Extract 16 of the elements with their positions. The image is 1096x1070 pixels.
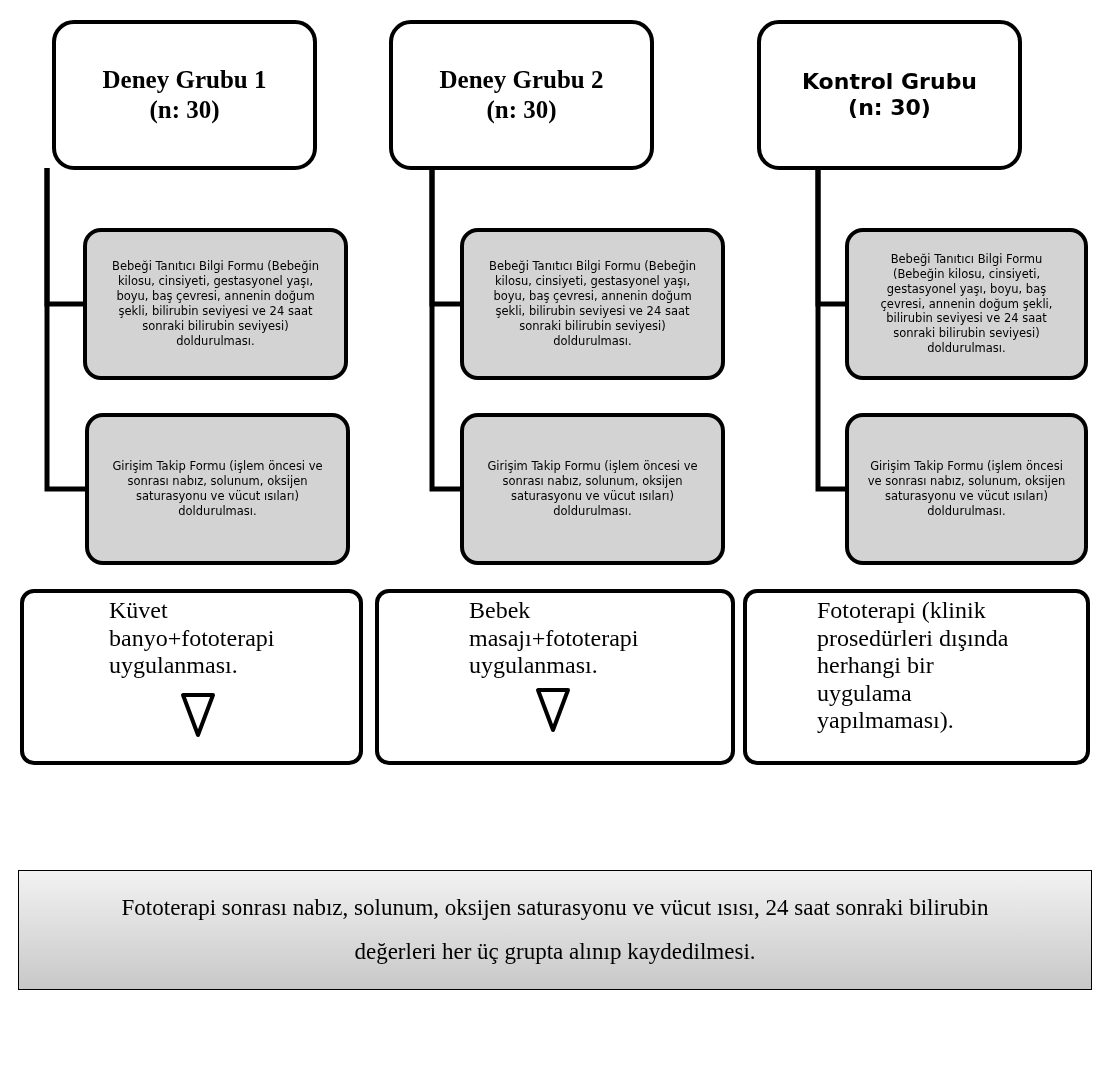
form-box: Bebeği Tanıtıcı Bilgi Formu (Bebeğin kilosu, cinsiyeti, gestasyonel yaşı, boyu, baş çevresi, annenin doğum şekli, bilirubin seviyesi ve 24 saat sonraki bilirubin seviyesi) doldurulması. (845, 228, 1088, 380)
group-box: Kontrol Grubu (n: 30) (757, 20, 1022, 170)
connector-line (815, 168, 845, 492)
form-box: Bebeği Tanıtıcı Bilgi Formu (Bebeğin kilosu, cinsiyeti, gestasyonel yaşı, boyu, baş çevresi, annenin doğum şekli, bilirubin seviyesi ve 24 saat sonraki bilirubin seviyesi) doldurulması. (460, 228, 725, 380)
form-box: Bebeği Tanıtıcı Bilgi Formu (Bebeğin kilosu, cinsiyeti, gestasyonel yaşı, boyu, baş çevresi, annenin doğum şekli, bilirubin seviyesi ve 24 saat sonraki bilirubin seviyesi) doldurulması. (83, 228, 348, 380)
summary-box: Fototerapi sonrası nabız, solunum, oksijen saturasyonu ve vücut ısısı, 24 saat sonraki bilirubin değerleri her üç grupta alınıp kaydedilmesi. (18, 870, 1092, 990)
form-box: Girişim Takip Formu (işlem öncesi ve sonrası nabız, solunum, oksijen saturasyonu ve vücut ısıları) doldurulması. (845, 413, 1088, 565)
form-box: Girişim Takip Formu (işlem öncesi ve sonrası nabız, solunum, oksijen saturasyonu ve vücut ısıları) doldurulması. (460, 413, 725, 565)
form-box: Girişim Takip Formu (işlem öncesi ve sonrası nabız, solunum, oksijen saturasyonu ve vücut ısıları) doldurulması. (85, 413, 350, 565)
intervention-box: Bebek masajı+fototerapi uygulanması. (375, 589, 735, 765)
intervention-box: Küvet banyo+fototerapi uygulanması. (20, 589, 363, 765)
connector-line (44, 168, 85, 492)
connector-line (429, 168, 460, 492)
intervention-box: Fototerapi (klinik prosedürleri dışında herhangi bir uygulama yapılmaması). (743, 589, 1090, 765)
group-box: Deney Grubu 2 (n: 30) (389, 20, 654, 170)
group-box: Deney Grubu 1 (n: 30) (52, 20, 317, 170)
